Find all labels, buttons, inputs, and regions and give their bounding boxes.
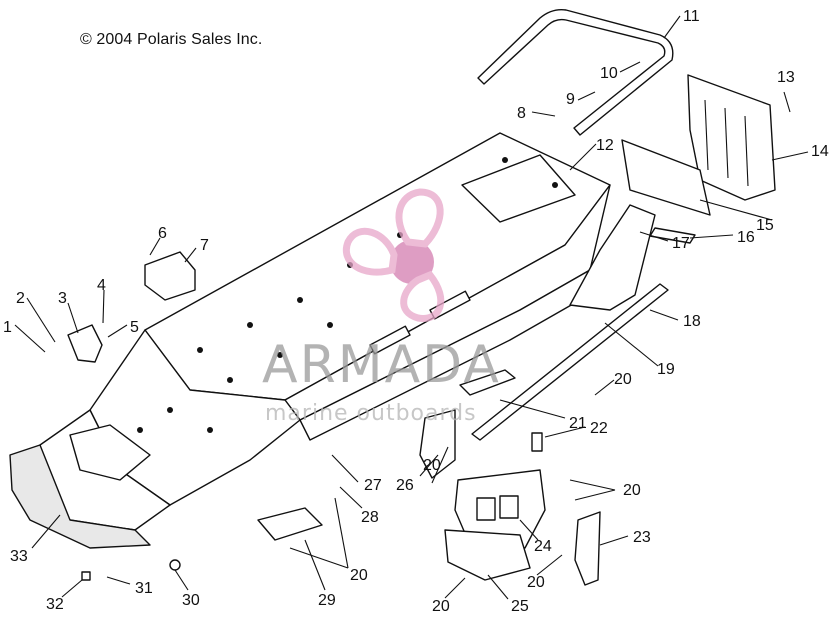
callout-label: 17	[672, 235, 690, 252]
nut-32-part	[81, 571, 91, 581]
callout-label: 7	[200, 237, 209, 254]
clip-22-part	[531, 432, 543, 452]
callout-label: 6	[158, 225, 167, 242]
running-board-part	[569, 204, 656, 311]
callout-label: 32	[46, 596, 64, 613]
armada-watermark: ARMADA marine outboards	[262, 188, 501, 426]
plate-21-part	[459, 369, 516, 396]
callout-label: 20	[432, 598, 450, 615]
bracket-7-part	[144, 251, 196, 301]
callout-label: 27	[364, 477, 382, 494]
engine-mount-25-part	[444, 529, 531, 581]
callout-label: 33	[10, 548, 28, 565]
callout-label: 21	[569, 415, 587, 432]
callout-label: 22	[590, 420, 608, 437]
callout-label: 23	[633, 529, 651, 546]
callout-label: 20	[614, 371, 632, 388]
callout-label: 14	[811, 143, 829, 160]
callout-label: 24	[534, 538, 552, 555]
callout-label: 9	[566, 91, 575, 108]
bracket-16-part	[649, 227, 696, 244]
flap-plate-part	[621, 139, 711, 216]
rod-part	[471, 283, 669, 441]
rear-flap-part	[687, 74, 776, 201]
leader-lines	[14, 15, 809, 600]
plate-26-part	[419, 409, 456, 479]
callout-label: 2	[16, 290, 25, 307]
callout-label: 20	[350, 567, 368, 584]
callout-label: 18	[683, 313, 701, 330]
callout-label: 3	[58, 290, 67, 307]
grommet-30-part	[169, 559, 181, 571]
grab-bar-part	[477, 8, 674, 136]
watermark-subtitle: marine outboards	[265, 401, 477, 426]
bracket-3-part	[67, 324, 103, 363]
callout-label: 31	[135, 580, 153, 597]
callout-label: 15	[756, 217, 774, 234]
callout-labels: 1 2 3 4 5 6 7 8 9 10 11 12 13 14 15 16 1…	[3, 8, 829, 615]
callout-label: 10	[600, 65, 618, 82]
watermark-title: ARMADA	[262, 335, 501, 395]
callout-label: 11	[683, 8, 700, 25]
callout-label: 20	[623, 482, 641, 499]
callout-label: 4	[97, 277, 106, 294]
callout-label: 5	[130, 319, 139, 336]
callout-label: 25	[511, 598, 529, 615]
callout-label: 30	[182, 592, 200, 609]
callout-label: 12	[596, 137, 614, 154]
propeller-logo	[342, 188, 445, 322]
callout-label: 20	[527, 574, 545, 591]
callout-label: 13	[777, 69, 795, 86]
skid-plate-29-part	[257, 507, 323, 541]
callout-label: 29	[318, 592, 336, 609]
callout-label: 8	[517, 105, 526, 122]
callout-label: 1	[3, 319, 12, 336]
chassis-frame	[9, 132, 611, 549]
callout-label: 19	[657, 361, 675, 378]
callout-label: 28	[361, 509, 379, 526]
callout-label: 16	[737, 229, 755, 246]
copyright-notice: © 2004 Polaris Sales Inc.	[80, 31, 263, 48]
callout-label: 20	[423, 457, 441, 474]
callout-label: 26	[396, 477, 414, 494]
side-bracket-23-part	[574, 511, 601, 586]
